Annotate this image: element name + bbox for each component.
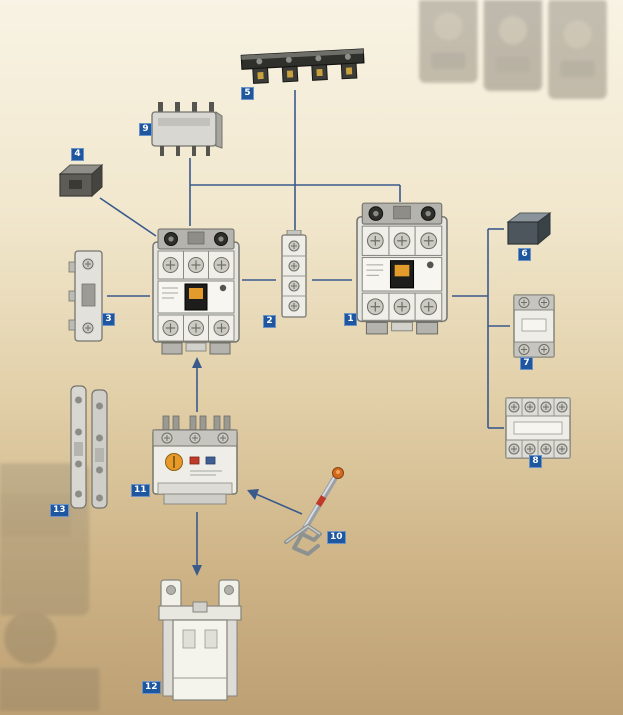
part-label-8: 8 bbox=[529, 455, 542, 468]
release-tool-illustration bbox=[274, 464, 354, 564]
part-label-7: 7 bbox=[520, 357, 533, 370]
contactor-illustration-left bbox=[150, 226, 242, 356]
pin-module-illustration bbox=[148, 98, 226, 160]
part-label-11: 11 bbox=[131, 484, 150, 497]
thermal-overload-relay-illustration bbox=[150, 414, 240, 508]
interlock-block-illustration bbox=[56, 162, 106, 202]
front-aux-2pole-illustration bbox=[510, 293, 558, 359]
part-label-10: 10 bbox=[327, 531, 346, 544]
part-label-5: 5 bbox=[241, 87, 254, 100]
link-rails-illustration bbox=[66, 384, 112, 512]
part-label-3: 3 bbox=[102, 313, 115, 326]
part-label-9: 9 bbox=[139, 123, 152, 136]
part-label-1: 1 bbox=[344, 313, 357, 326]
part-label-13: 13 bbox=[50, 504, 69, 517]
side-aux-block-illustration bbox=[66, 248, 108, 344]
part-label-6: 6 bbox=[518, 248, 531, 261]
front-aux-4pole-illustration bbox=[504, 396, 572, 460]
mounting-adapter-illustration bbox=[155, 578, 245, 702]
part-label-4: 4 bbox=[71, 148, 84, 161]
cover-block-illustration bbox=[504, 210, 552, 248]
busbar-link-illustration bbox=[237, 39, 369, 96]
contactor-illustration-main bbox=[352, 200, 452, 336]
part-label-12: 12 bbox=[142, 681, 161, 694]
aux-contact-strip-illustration bbox=[276, 230, 312, 322]
part-label-2: 2 bbox=[263, 315, 276, 328]
